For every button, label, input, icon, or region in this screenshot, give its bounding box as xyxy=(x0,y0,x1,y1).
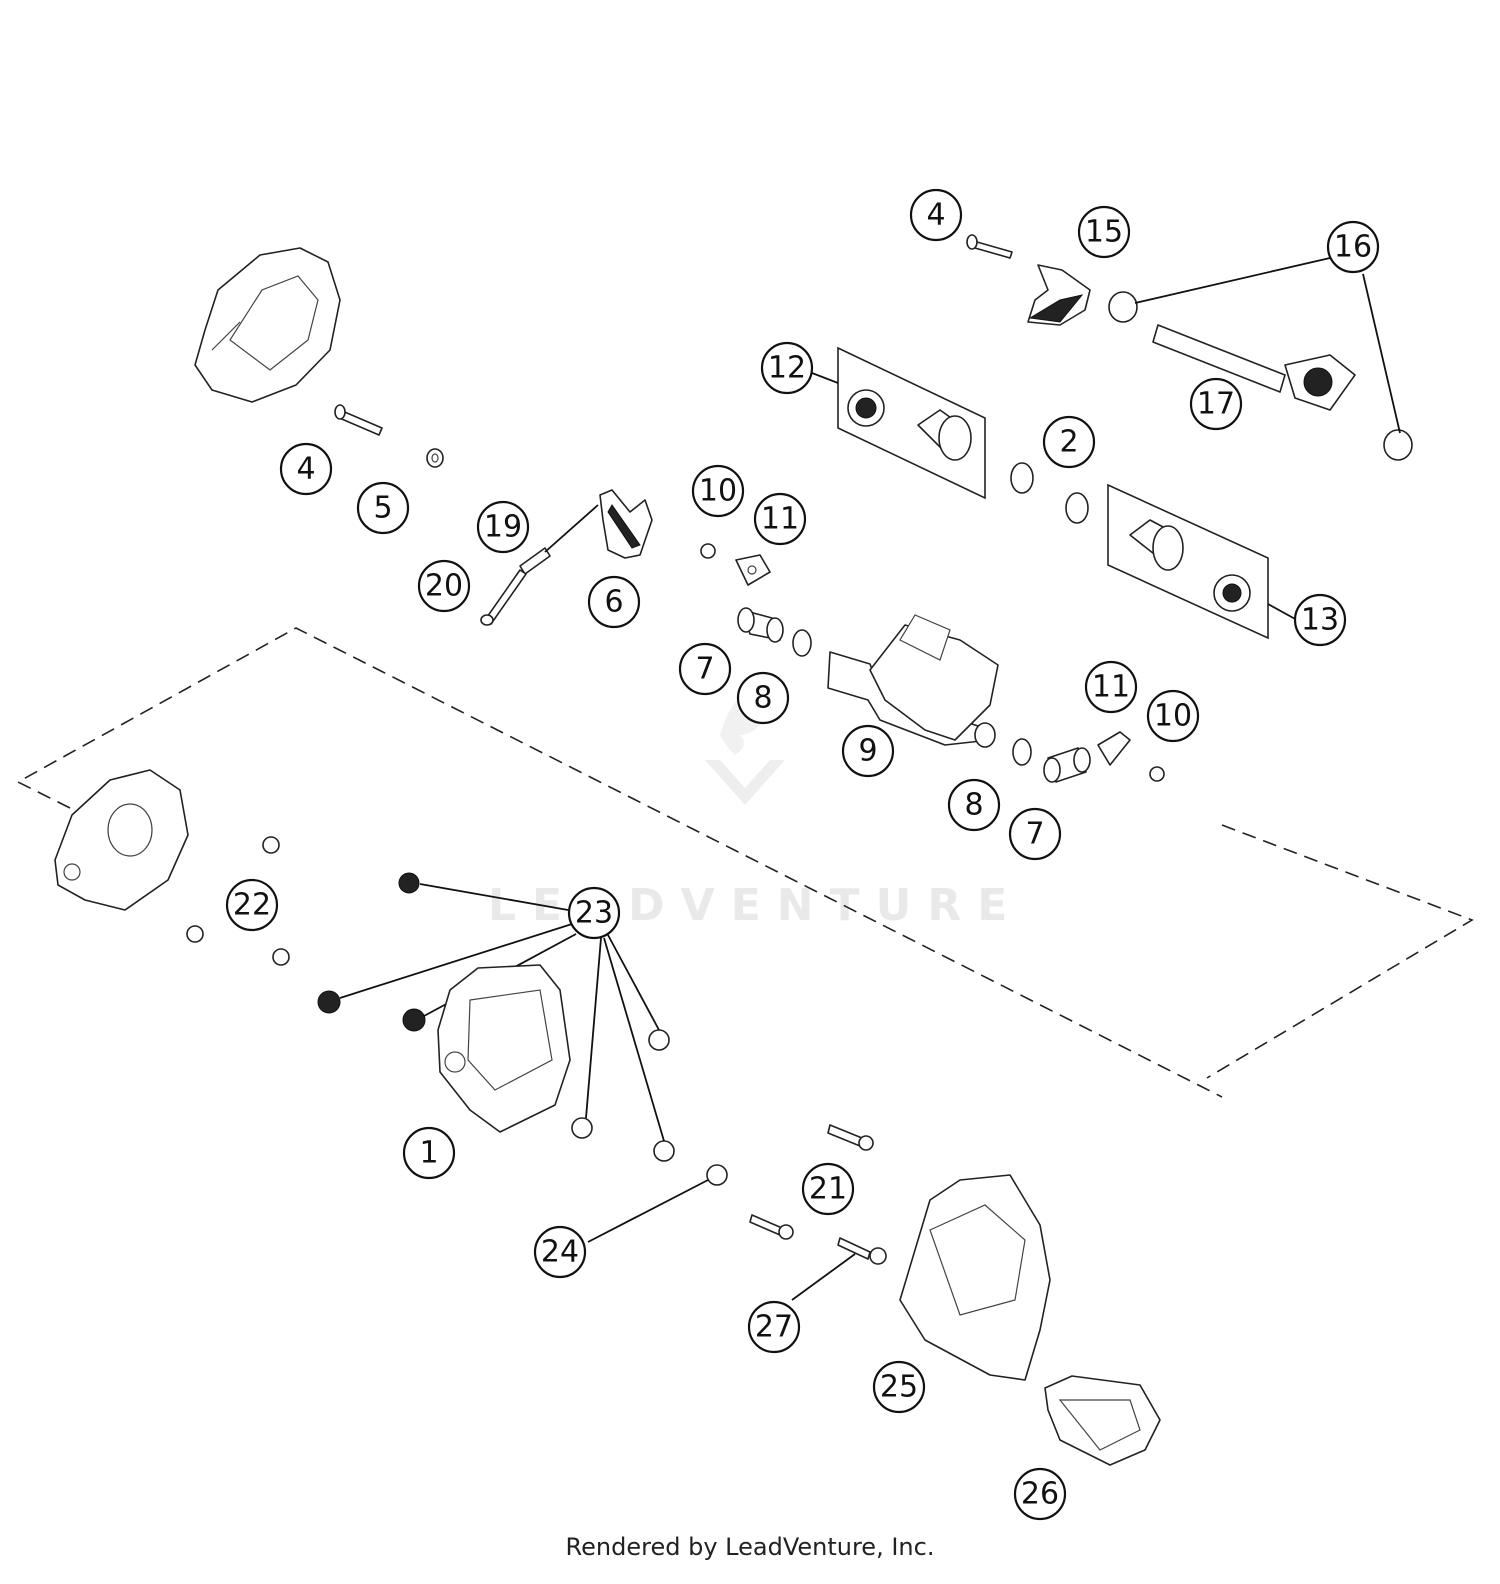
svg-text:1: 1 xyxy=(419,1136,438,1171)
shift-lever-part-6 xyxy=(599,489,653,559)
callout-9: 9 xyxy=(841,724,895,778)
svg-text:6: 6 xyxy=(604,585,623,620)
svg-text:12: 12 xyxy=(768,351,806,386)
callout-27: 27 xyxy=(747,1300,801,1354)
svg-text:10: 10 xyxy=(1154,699,1192,734)
svg-text:2: 2 xyxy=(1059,425,1078,460)
svg-text:20: 20 xyxy=(425,569,463,604)
svg-text:27: 27 xyxy=(755,1310,793,1345)
svg-text:4: 4 xyxy=(296,452,315,487)
bolt-part-24 xyxy=(706,1164,728,1186)
spring-part-19 xyxy=(519,504,599,575)
svg-text:17: 17 xyxy=(1197,387,1235,422)
svg-text:26: 26 xyxy=(1021,1477,1059,1512)
screw-part-10-left xyxy=(700,543,716,559)
gear-kit-part-13 xyxy=(1107,483,1269,640)
bolt-part-22 xyxy=(186,836,290,966)
callout-10-right: 10 xyxy=(1146,689,1200,743)
bushing-part-16 xyxy=(1108,291,1413,461)
svg-text:8: 8 xyxy=(753,681,772,716)
callout-23: 23 xyxy=(567,886,621,940)
callout-8-left: 8 xyxy=(736,671,790,725)
callout-17: 17 xyxy=(1189,377,1243,431)
control-unit-part-1 xyxy=(437,964,571,1133)
svg-text:7: 7 xyxy=(1025,817,1044,852)
callout-22: 22 xyxy=(225,878,279,932)
svg-text:19: 19 xyxy=(484,510,522,545)
svg-text:9: 9 xyxy=(858,734,877,769)
svg-text:11: 11 xyxy=(1092,670,1130,705)
svg-text:10: 10 xyxy=(699,474,737,509)
plate-part-11-right xyxy=(1097,731,1131,766)
callout-5: 5 xyxy=(356,481,410,535)
callout-26: 26 xyxy=(1013,1467,1067,1521)
assembly-outline xyxy=(16,627,1223,1098)
bushing-part-7-left xyxy=(737,607,784,643)
callout-16: 16 xyxy=(1326,220,1380,274)
svg-text:7: 7 xyxy=(695,652,714,687)
svg-text:11: 11 xyxy=(761,502,799,537)
bolt-part-21 xyxy=(749,1124,874,1240)
svg-text:22: 22 xyxy=(233,888,271,923)
bolt-part-4-left xyxy=(334,404,383,436)
washer-part-5 xyxy=(426,448,444,468)
callout-15: 15 xyxy=(1077,205,1131,259)
callout-7-left: 7 xyxy=(678,642,732,696)
screw-part-10-right xyxy=(1149,766,1165,782)
callout-11-right: 11 xyxy=(1084,660,1138,714)
bolt-part-20 xyxy=(480,569,527,626)
shift-shaft-part-9 xyxy=(827,614,999,748)
callout-13: 13 xyxy=(1293,593,1347,647)
callout-20: 20 xyxy=(417,559,471,613)
watermark-logo-icon xyxy=(705,690,785,805)
lower-housing-cover xyxy=(54,769,189,911)
bolt-part-27 xyxy=(837,1237,887,1265)
callout-8-right: 8 xyxy=(947,778,1001,832)
svg-text:24: 24 xyxy=(541,1235,579,1270)
callout-1: 1 xyxy=(402,1126,456,1180)
callout-7-right: 7 xyxy=(1008,807,1062,861)
callout-6: 6 xyxy=(587,575,641,629)
oring-part-8-left xyxy=(792,629,812,657)
kickstarter-shaft-part-17 xyxy=(1152,324,1356,411)
callout-10-left: 10 xyxy=(691,464,745,518)
svg-text:13: 13 xyxy=(1301,603,1339,638)
callout-21: 21 xyxy=(801,1162,855,1216)
svg-text:15: 15 xyxy=(1085,215,1123,250)
oring-part-8-right xyxy=(1012,738,1032,766)
svg-text:4: 4 xyxy=(926,198,945,233)
bolt-part-4-right xyxy=(966,234,1013,259)
render-credit: Rendered by LeadVenture, Inc. xyxy=(565,1533,935,1561)
cover-part-25 xyxy=(899,1174,1051,1381)
grommet-part-23 xyxy=(317,872,675,1162)
svg-text:21: 21 xyxy=(809,1172,847,1207)
callout-2: 2 xyxy=(1042,415,1096,469)
housing-cover xyxy=(194,247,341,403)
oring-part-2 xyxy=(1010,462,1089,524)
svg-text:25: 25 xyxy=(880,1370,918,1405)
callout-24: 24 xyxy=(533,1225,587,1279)
cover-part-26 xyxy=(1044,1375,1161,1466)
callout-25: 25 xyxy=(872,1360,926,1414)
svg-text:5: 5 xyxy=(373,491,392,526)
bushing-part-7-right xyxy=(1043,747,1091,783)
svg-text:8: 8 xyxy=(964,788,983,823)
callout-19: 19 xyxy=(476,500,530,554)
plate-part-11-left xyxy=(735,554,771,586)
callout-4-top: 4 xyxy=(909,188,963,242)
ratchet-part-15 xyxy=(1027,264,1091,326)
svg-text:16: 16 xyxy=(1334,230,1372,265)
gear-kit-part-12 xyxy=(837,346,986,500)
callout-11-left: 11 xyxy=(753,492,807,546)
callout-4-left: 4 xyxy=(279,442,333,496)
svg-text:23: 23 xyxy=(575,896,613,931)
callout-12: 12 xyxy=(760,341,814,395)
